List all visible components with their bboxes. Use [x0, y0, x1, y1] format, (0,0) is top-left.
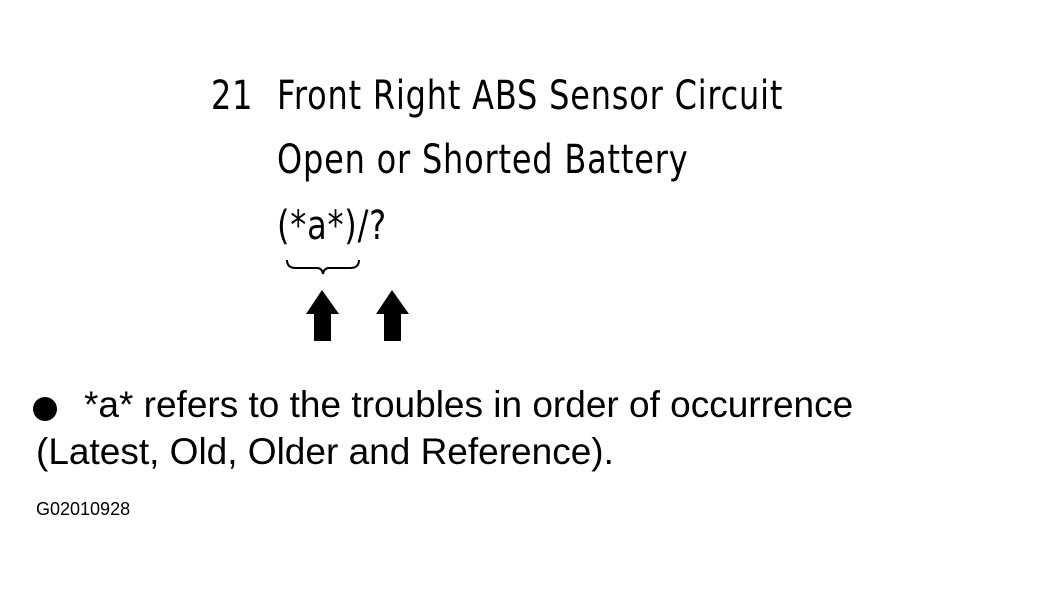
- code-description-line2: Open or Shorted Battery: [277, 137, 689, 183]
- note-line1: *a* refers to the troubles in order of o…: [84, 384, 854, 425]
- code-description-line1: Front Right ABS Sensor Circuit: [277, 73, 784, 119]
- brace-icon: [286, 259, 360, 275]
- arrow-up-icon: [376, 290, 409, 341]
- arrow-up-icon: [306, 290, 339, 341]
- code-format: (*a*)/?: [277, 203, 387, 249]
- figure-id: G02010928: [36, 499, 131, 519]
- code-number: 21: [211, 73, 254, 119]
- bullet-icon: [33, 397, 57, 421]
- note-line2: (Latest, Old, Older and Reference).: [36, 431, 614, 472]
